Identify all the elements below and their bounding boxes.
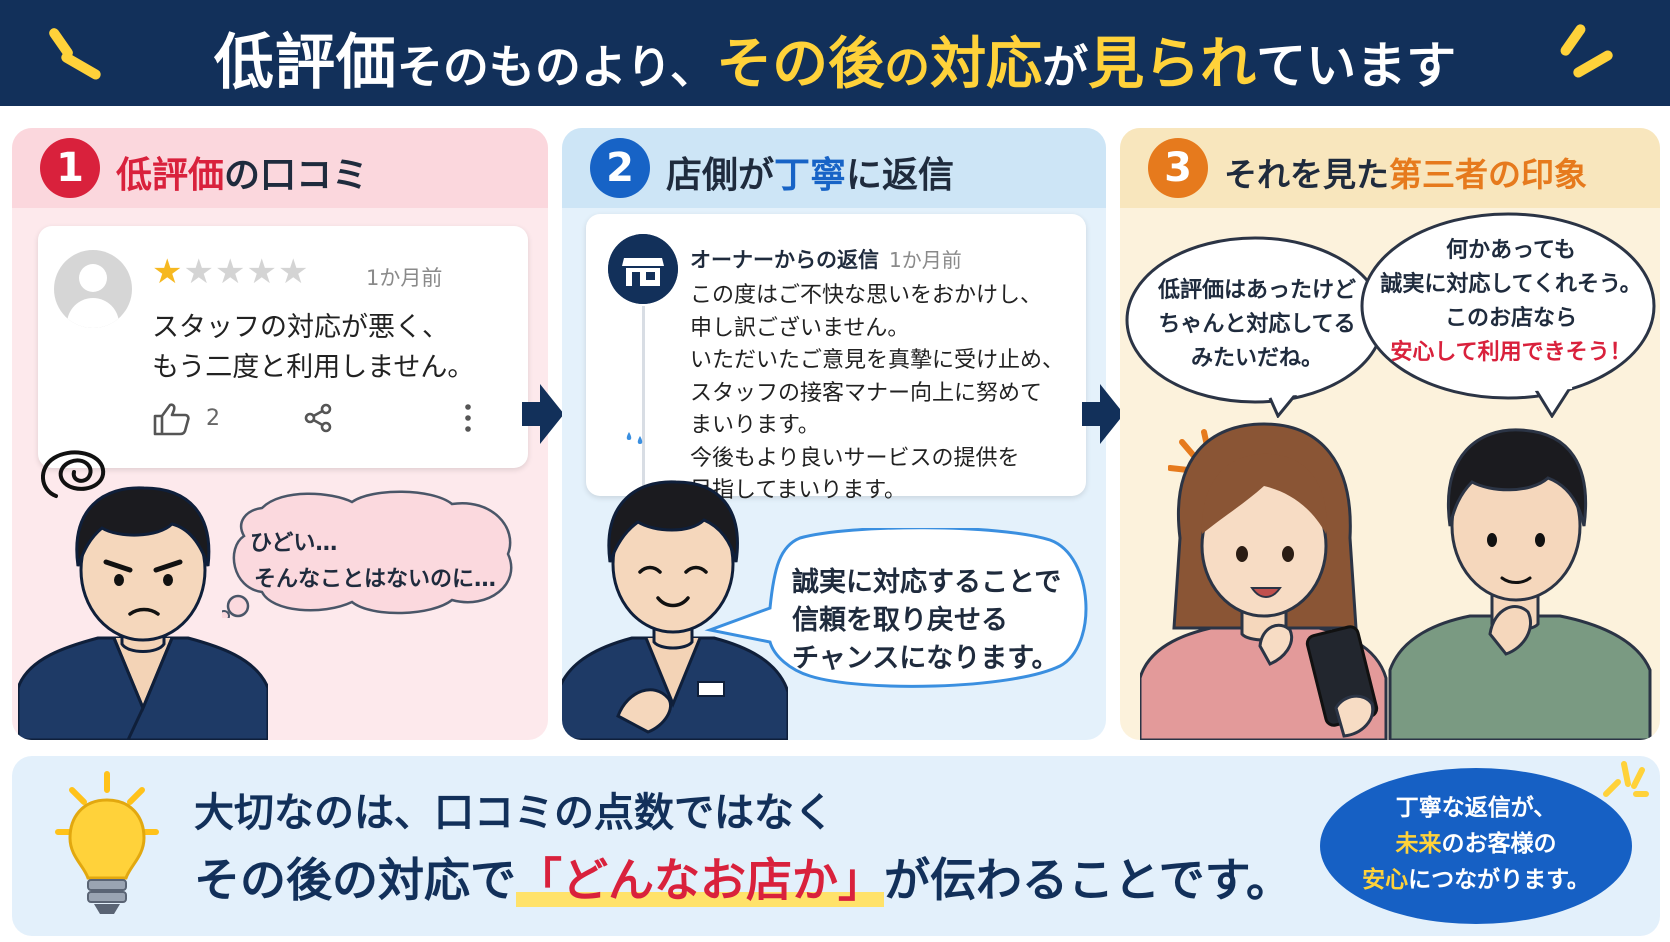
- staff-illustration: [562, 480, 788, 740]
- thought-bubble: [222, 490, 513, 618]
- reply-thread-line: [642, 306, 645, 486]
- arrow-right-icon: [1082, 384, 1124, 444]
- conclusion-line-2: その後の対応で「どんなお店か」が伝わることです。: [194, 853, 1293, 907]
- panel-header: 1 低評価の口コミ: [12, 128, 548, 208]
- step-panel-third-party: 3 それを見た第三者の印象 低評価はあったけど ちゃんと対応してる みたいだね。…: [1120, 128, 1660, 740]
- more-vertical-icon[interactable]: [458, 402, 478, 434]
- step-number-badge: 3: [1148, 138, 1208, 198]
- sweat-icon: [626, 432, 643, 444]
- star-icon: ★: [214, 252, 247, 292]
- light-bulb-icon: [55, 771, 159, 914]
- speech-bubble: [1360, 212, 1656, 418]
- star-icon: ★: [277, 252, 310, 292]
- step-panel-low-review: 1 低評価の口コミ ★★★★★ 1か月前 スタッフの対応が悪く、 もう二度と利用…: [12, 128, 548, 740]
- thought-text: ひどい… そんなことはないのに…: [250, 531, 497, 592]
- star-icon: ★: [152, 252, 184, 292]
- conclusion-banner: 大切なのは、口コミの点数ではなく その後の対応で「どんなお店か」が伝わることです…: [12, 756, 1660, 936]
- speech-bubble: [704, 528, 1088, 688]
- spark-icon: [1603, 761, 1649, 797]
- couple-illustration: [1140, 422, 1652, 740]
- spark-icon: [1558, 22, 1588, 58]
- step-number-badge: 1: [40, 138, 100, 198]
- panel-title: 店側が丁寧に返信: [666, 155, 955, 196]
- review-text: スタッフの対応が悪く、 もう二度と利用しません。: [152, 312, 475, 383]
- panel-header: 3 それを見た第三者の印象: [1120, 128, 1660, 208]
- panel-header: 2 店側が丁寧に返信: [562, 128, 1106, 208]
- speech-text: 何かあっても 誠実に対応してくれそう。 このお店なら 安心して利用できそう！: [1380, 238, 1642, 365]
- conclusion-line-1: 大切なのは、口コミの点数ではなく: [194, 790, 834, 836]
- avatar-icon: [54, 250, 132, 328]
- star-rating: ★★★★★: [152, 252, 309, 292]
- arrow-right-icon: [522, 384, 564, 444]
- thumbs-up-icon[interactable]: [152, 402, 192, 436]
- step-number-badge: 2: [590, 138, 650, 198]
- review-date: 1か月前: [366, 266, 443, 290]
- review-card: ★★★★★ 1か月前 スタッフの対応が悪く、 もう二度と利用しません。 2: [38, 226, 528, 468]
- store-icon: [608, 234, 678, 304]
- speech-text: 低評価はあったけど ちゃんと対応してる みたいだね。: [1157, 278, 1356, 371]
- panel-title: それを見た第三者の印象: [1224, 155, 1587, 194]
- speech-text: 誠実に対応することで 信頼を取り戻せる チャンスになります。: [792, 567, 1062, 674]
- angry-customer-illustration: [18, 486, 268, 740]
- panel-title: 低評価の口コミ: [116, 155, 369, 196]
- summary-text: 丁寧な返信が、 未来のお客様の 安心につながります。: [1362, 795, 1590, 893]
- spark-icon: [59, 50, 103, 82]
- spark-icon: [1571, 48, 1615, 80]
- page-title: 低評価 そのものより、 その後 の 対応 が 見られ ています: [213, 28, 1457, 98]
- star-icon: ★: [183, 252, 215, 292]
- reply-text: この度はご不快な思いをおかけし、 申し訳ございません。 いただいたご意見を真摯に…: [690, 283, 1065, 503]
- header-banner: 低評価 そのものより、 その後 の 対応 が 見られ ています: [0, 0, 1670, 106]
- scribble-icon: [41, 450, 106, 498]
- summary-oval: [1320, 768, 1632, 924]
- like-count: 2: [206, 406, 220, 431]
- star-icon: ★: [246, 252, 278, 292]
- share-icon[interactable]: [302, 402, 334, 434]
